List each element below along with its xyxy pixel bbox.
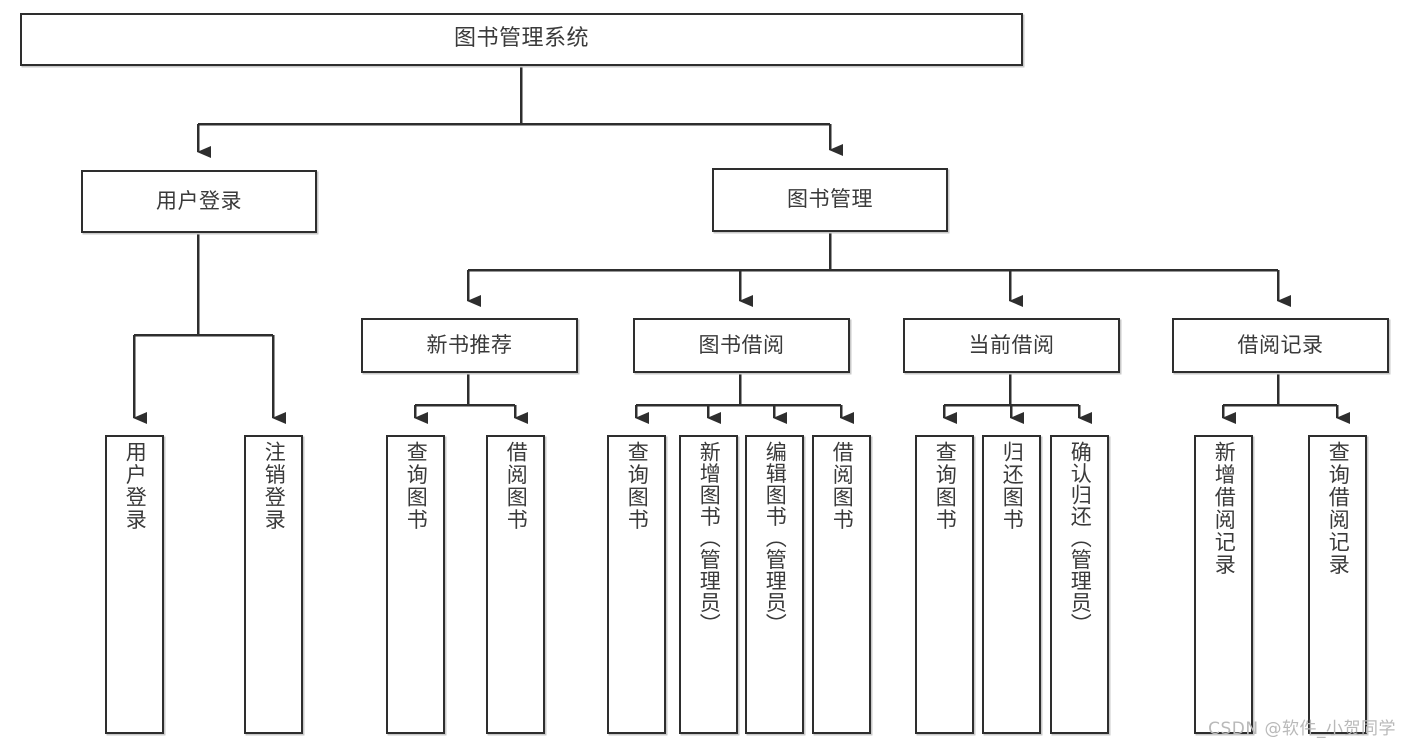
node-root-label: 图书管理系统 xyxy=(453,26,589,52)
leaf-borrow-book-2-label: 借阅图书 xyxy=(830,441,855,531)
leaf-return-book-label: 归还图书 xyxy=(1000,441,1025,531)
node-borrow-record[interactable]: 借阅记录 xyxy=(1172,318,1389,373)
leaf-add-borrow-record-label: 新增借阅记录 xyxy=(1212,441,1237,576)
node-new-book-recommendation[interactable]: 新书推荐 xyxy=(361,318,578,373)
leaf-query-book-1-label: 查询图书 xyxy=(404,441,429,531)
node-book-borrow[interactable]: 图书借阅 xyxy=(633,318,850,373)
leaf-edit-book-label: 编辑图书（管理员） xyxy=(763,441,788,635)
leaf-logout-label: 注销登录 xyxy=(262,441,287,531)
node-current-borrow-label: 当前借阅 xyxy=(968,332,1055,357)
leaf-borrow-book-1[interactable]: 借阅图书 xyxy=(486,435,545,734)
node-root[interactable]: 图书管理系统 xyxy=(20,13,1023,66)
leaf-add-book-label: 新增图书（管理员） xyxy=(697,441,722,635)
leaf-borrow-book-2[interactable]: 借阅图书 xyxy=(812,435,871,734)
leaf-logout[interactable]: 注销登录 xyxy=(244,435,303,734)
node-book-management[interactable]: 图书管理 xyxy=(712,168,948,232)
node-book-management-label: 图书管理 xyxy=(787,187,873,212)
leaf-query-book-3-label: 查询图书 xyxy=(933,441,958,531)
node-current-borrow[interactable]: 当前借阅 xyxy=(903,318,1120,373)
leaf-borrow-book-1-label: 借阅图书 xyxy=(504,441,529,531)
leaf-user-login-label: 用户登录 xyxy=(123,441,148,531)
leaf-query-book-1[interactable]: 查询图书 xyxy=(386,435,445,734)
leaf-confirm-return-label: 确认归还（管理员） xyxy=(1068,441,1093,635)
node-user-login-label: 用户登录 xyxy=(156,188,242,213)
leaf-edit-book[interactable]: 编辑图书（管理员） xyxy=(745,435,804,734)
leaf-user-login[interactable]: 用户登录 xyxy=(105,435,164,734)
leaf-query-book-2[interactable]: 查询图书 xyxy=(607,435,666,734)
leaf-query-book-3[interactable]: 查询图书 xyxy=(915,435,974,734)
leaf-query-borrow-record[interactable]: 查询借阅记录 xyxy=(1308,435,1367,734)
leaf-add-book[interactable]: 新增图书（管理员） xyxy=(679,435,738,734)
node-user-login[interactable]: 用户登录 xyxy=(81,170,317,233)
leaf-query-book-2-label: 查询图书 xyxy=(625,441,650,531)
leaf-add-borrow-record[interactable]: 新增借阅记录 xyxy=(1194,435,1253,734)
leaf-return-book[interactable]: 归还图书 xyxy=(982,435,1041,734)
leaf-query-borrow-record-label: 查询借阅记录 xyxy=(1326,441,1351,576)
node-book-borrow-label: 图书借阅 xyxy=(698,332,785,357)
leaf-confirm-return[interactable]: 确认归还（管理员） xyxy=(1050,435,1109,734)
node-borrow-record-label: 借阅记录 xyxy=(1237,332,1324,357)
node-new-book-recommendation-label: 新书推荐 xyxy=(426,332,513,357)
